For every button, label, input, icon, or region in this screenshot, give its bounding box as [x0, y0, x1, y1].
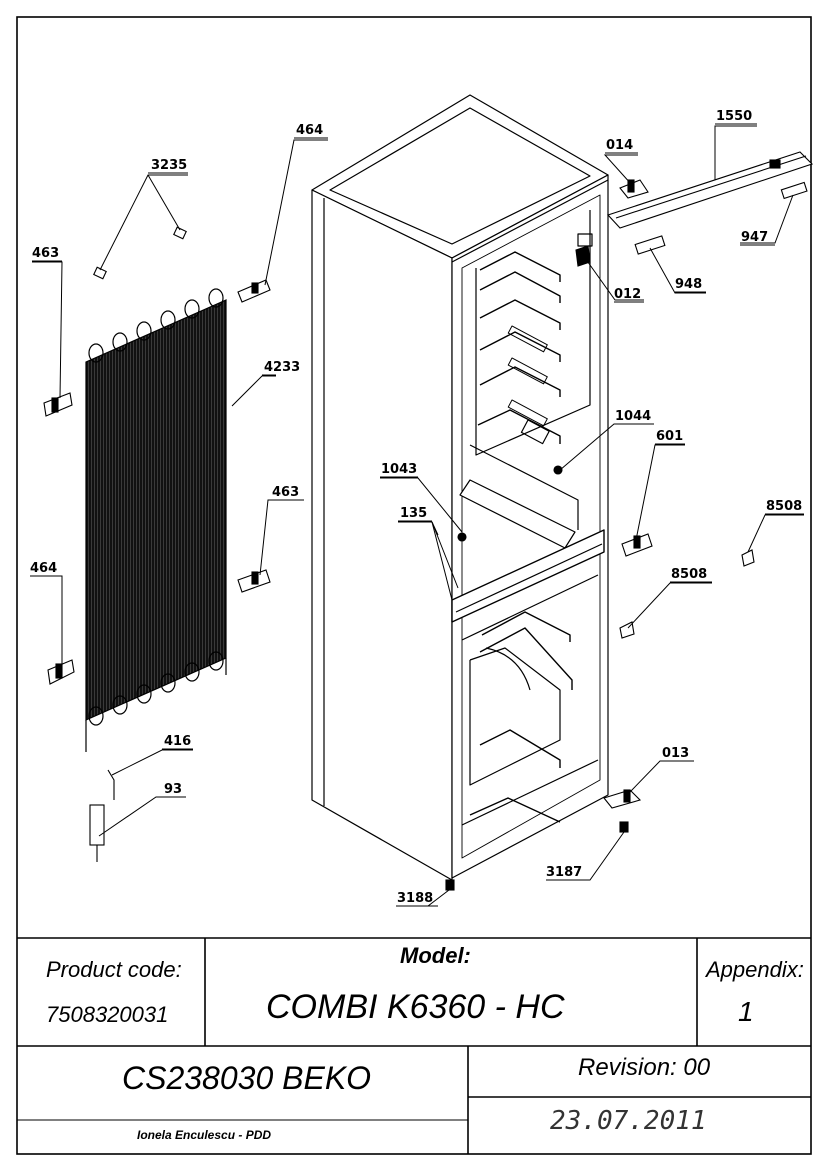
- product-code-label: Product code:: [46, 957, 182, 982]
- author: Ionela Enculescu - PDD: [137, 1128, 272, 1142]
- part-label: 1043: [381, 462, 417, 477]
- part-labels: 1550 014 947 948 012 464 3235 463 4233 1…: [30, 109, 804, 907]
- product-code: 7508320031: [46, 1002, 169, 1027]
- part-label: 8508: [671, 567, 707, 582]
- appendix-number: 1: [738, 996, 754, 1027]
- part-label: 012: [614, 287, 641, 302]
- part-label: 014: [606, 138, 633, 153]
- part-label: 601: [656, 429, 683, 444]
- part-label: 464: [296, 123, 323, 138]
- part-label: 464: [30, 561, 57, 576]
- title-block-grid: [17, 937, 811, 1154]
- model-name: COMBI K6360 - HC: [266, 988, 565, 1026]
- part-label: 947: [741, 230, 768, 245]
- part-label: 463: [32, 246, 59, 261]
- revision-date: 23.07.2011: [550, 1106, 707, 1136]
- part-label: 93: [164, 782, 182, 797]
- part-label: 4233: [264, 360, 300, 375]
- model-label: Model:: [400, 943, 471, 968]
- part-label: 3188: [397, 891, 433, 906]
- part-label: 8508: [766, 499, 802, 514]
- appendix-label: Appendix:: [706, 957, 804, 982]
- small-parts: [43, 151, 814, 891]
- part-label: 1550: [716, 109, 752, 124]
- part-label: 3235: [151, 158, 187, 173]
- part-label: 948: [675, 277, 702, 292]
- part-label: 1044: [615, 409, 651, 424]
- cabinet-drawing: [311, 94, 609, 881]
- document-code: CS238030 BEKO: [122, 1060, 372, 1096]
- part-label: 3187: [546, 865, 582, 880]
- revision: Revision: 00: [578, 1054, 711, 1081]
- sheet-frame: [16, 16, 812, 1155]
- condenser-drawing: [85, 288, 227, 752]
- part-label: 013: [662, 746, 689, 761]
- part-label: 135: [400, 506, 427, 521]
- part-label: 463: [272, 485, 299, 500]
- part-label: 416: [164, 734, 191, 749]
